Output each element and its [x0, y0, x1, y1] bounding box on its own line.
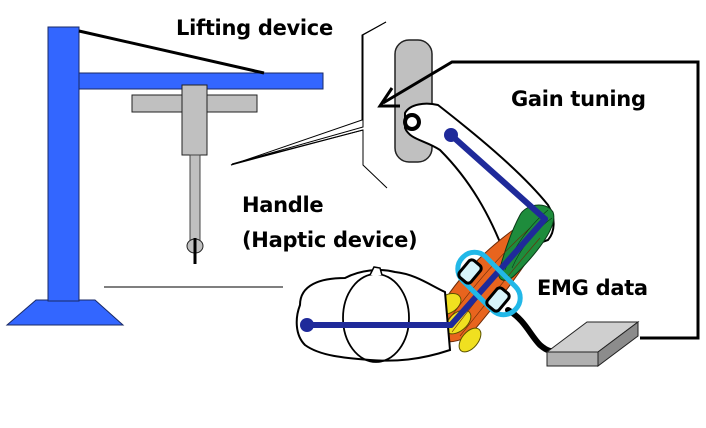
upper-arm-outline: [404, 102, 555, 257]
hand-knuckle-icon: [369, 266, 383, 276]
gain-tuning-label: Gain tuning: [511, 87, 646, 111]
emg-electrode-2: [485, 286, 511, 313]
emg-cable: [505, 307, 563, 355]
forearm-hand: [295, 266, 452, 363]
upper-arm: [403, 102, 555, 257]
handle-device: [131, 84, 258, 264]
amplifier-front: [546, 351, 599, 367]
upper-arm-bone: [448, 132, 548, 222]
emg-electrode-band: [455, 249, 523, 318]
gain-tuning-arrowhead-icon: [377, 87, 400, 108]
hand-outline: [295, 269, 452, 362]
handle-rod: [189, 154, 201, 242]
lifting-device-pole: [47, 26, 80, 302]
handle-carriage: [181, 84, 208, 156]
haptic-device-label: (Haptic device): [242, 228, 418, 252]
lifting-device-cable: [78, 29, 265, 75]
emg-data-label: EMG data: [537, 276, 648, 300]
callout-pointer-lower: [230, 129, 388, 189]
zoom-callout: [230, 21, 388, 189]
muscle-yellow-3: [458, 327, 482, 353]
emg-amplifier-box: [545, 321, 640, 367]
shoulder-bone-end: [444, 128, 458, 142]
emg-electrode-1: [457, 258, 483, 285]
hand-bone-end: [300, 318, 314, 332]
lifting-device-base: [5, 299, 125, 326]
callout-pointer: [230, 21, 387, 166]
handle-label: Handle: [242, 193, 324, 217]
gain-tuning-feedback-line: [382, 60, 700, 340]
emg-electrodes: [455, 249, 523, 318]
lifting-device: [5, 26, 324, 326]
lifting-device-label: Lifting device: [176, 16, 333, 40]
shoulder-joint-icon: [403, 113, 421, 131]
